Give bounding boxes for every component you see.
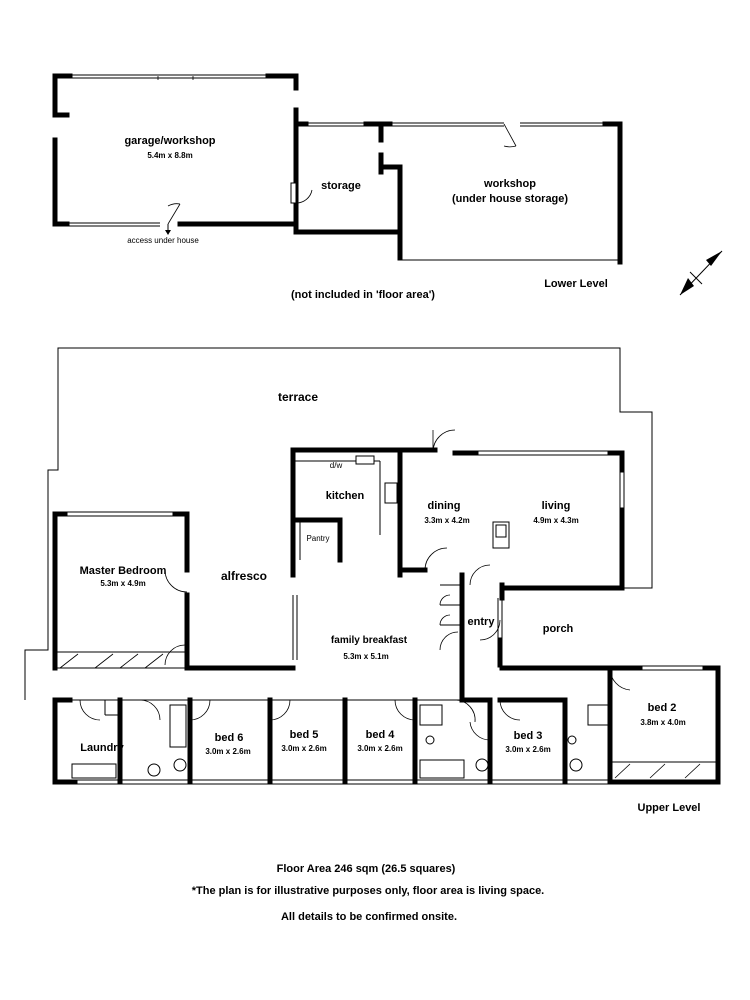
bed2-dims: 3.8m x 4.0m bbox=[640, 718, 685, 727]
upper-level: terrace d/w kitchen Pantry dining 3.3m x… bbox=[24, 347, 721, 814]
garage-label: garage/workshop bbox=[124, 135, 215, 147]
family-breakfast-dims: 5.3m x 5.1m bbox=[343, 652, 388, 661]
terrace-label: terrace bbox=[278, 390, 318, 404]
kitchen-living-walls bbox=[290, 429, 625, 601]
bed2-label: bed 2 bbox=[648, 702, 677, 714]
kitchen-label: kitchen bbox=[326, 490, 365, 502]
disclaimer-text: *The plan is for illustrative purposes o… bbox=[192, 885, 545, 897]
dw-label: d/w bbox=[330, 461, 343, 470]
terrace-outline bbox=[24, 347, 653, 700]
access-under-house-label: access under house bbox=[127, 236, 199, 245]
storage-label: storage bbox=[321, 180, 361, 192]
family-breakfast-label: family breakfast bbox=[331, 635, 408, 646]
lower-level: garage/workshop 5.4m x 8.8m access under… bbox=[52, 73, 723, 301]
upper-level-label: Upper Level bbox=[638, 802, 701, 814]
living-dims: 4.9m x 4.3m bbox=[533, 516, 578, 525]
footer-notes: Floor Area 246 sqm (26.5 squares) *The p… bbox=[192, 863, 545, 923]
workshop-sublabel: (under house storage) bbox=[452, 193, 568, 205]
porch-label: porch bbox=[543, 623, 574, 635]
workshop-label: workshop bbox=[483, 178, 536, 190]
bed4-label: bed 4 bbox=[366, 729, 396, 741]
master-bedroom-label: Master Bedroom bbox=[80, 565, 167, 577]
bed5-dims: 3.0m x 2.6m bbox=[281, 744, 326, 753]
bed6-dims: 3.0m x 2.6m bbox=[205, 747, 250, 756]
lower-level-label: Lower Level bbox=[544, 278, 608, 290]
family-entry-walls bbox=[184, 564, 503, 671]
bed3-label: bed 3 bbox=[514, 730, 543, 742]
bed5-label: bed 5 bbox=[290, 729, 319, 741]
not-included-note: (not included in 'floor area') bbox=[291, 289, 435, 301]
dining-label: dining bbox=[428, 500, 461, 512]
confirm-text: All details to be confirmed onsite. bbox=[281, 911, 457, 923]
bed3-dims: 3.0m x 2.6m bbox=[505, 745, 550, 754]
entry-label: entry bbox=[468, 616, 496, 628]
laundry-label: Laundry bbox=[80, 742, 124, 754]
dining-dims: 3.3m x 4.2m bbox=[424, 516, 469, 525]
bedroom-wing-walls bbox=[52, 662, 721, 785]
bed4-dims: 3.0m x 2.6m bbox=[357, 744, 402, 753]
alfresco-label: alfresco bbox=[221, 569, 267, 583]
master-bedroom-walls bbox=[52, 511, 190, 671]
floor-area-text: Floor Area 246 sqm (26.5 squares) bbox=[277, 863, 456, 875]
master-bedroom-dims: 5.3m x 4.9m bbox=[100, 579, 145, 588]
garage-dims: 5.4m x 8.8m bbox=[147, 151, 192, 160]
living-label: living bbox=[542, 500, 571, 512]
storage-workshop-walls bbox=[290, 121, 623, 265]
garage-walls bbox=[52, 73, 299, 235]
pantry-label: Pantry bbox=[306, 534, 329, 543]
compass-icon bbox=[679, 250, 723, 296]
bed6-label: bed 6 bbox=[215, 732, 244, 744]
